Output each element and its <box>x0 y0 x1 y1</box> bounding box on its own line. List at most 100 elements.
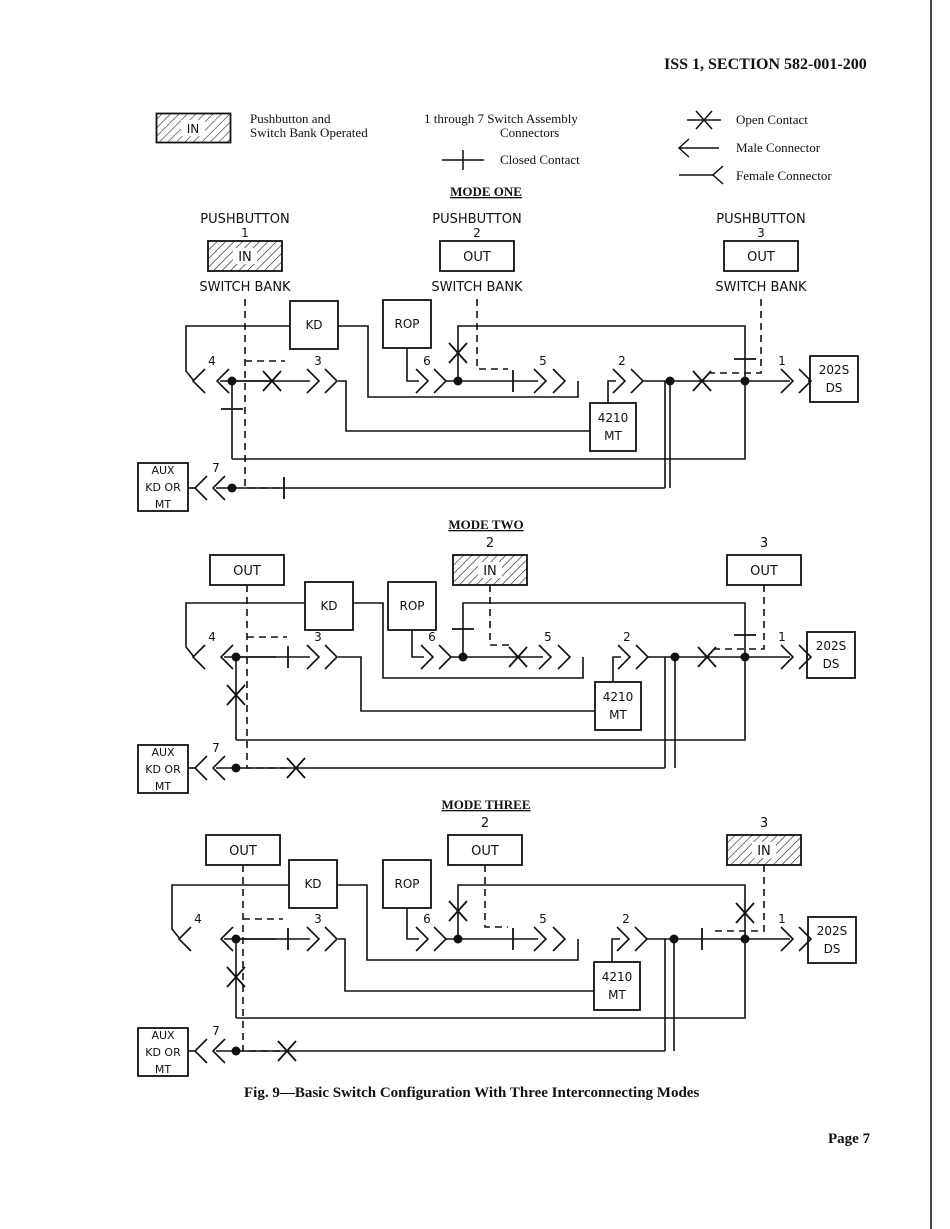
pushbutton-state-label: IN <box>757 844 771 859</box>
junction-dot <box>740 376 750 386</box>
open-contact-icon <box>448 342 468 364</box>
switch-bank-a-linkage <box>242 865 283 1052</box>
wire <box>406 348 419 382</box>
connector-1-male <box>780 644 795 670</box>
connector-number-4: 4 <box>208 630 216 644</box>
connector-4-male <box>219 926 234 952</box>
wire <box>411 630 424 658</box>
connector-number-7: 7 <box>212 741 220 755</box>
pushbutton-box <box>205 834 281 866</box>
pushbutton-number: 3 <box>760 536 768 551</box>
connector-7-male <box>211 1038 226 1064</box>
connector-4-female <box>191 644 206 670</box>
switch-bank-b-linkage <box>489 585 513 646</box>
pushbutton-number: 2 <box>481 816 489 831</box>
kd-box <box>289 300 339 350</box>
ds-202s-label: DS <box>824 942 841 956</box>
connector-number-2: 2 <box>618 354 626 368</box>
connector-2-female <box>630 368 645 394</box>
pushbutton-state-label: OUT <box>747 250 775 265</box>
connector-5-male <box>533 926 548 952</box>
pushbutton-1-in: IN <box>207 240 283 272</box>
connector-5-female <box>552 926 567 952</box>
connector-number-7: 7 <box>212 461 220 475</box>
closed-contact-icon <box>442 150 484 170</box>
connector-number-5: 5 <box>539 354 547 368</box>
open-contact-icon <box>508 646 528 668</box>
wire <box>236 939 746 1019</box>
wire <box>338 325 579 398</box>
connector-number-1: 1 <box>778 630 786 644</box>
female-connector-icon <box>679 165 724 185</box>
connector-5-female <box>557 644 572 670</box>
connector-7-female <box>193 755 208 781</box>
aux-kd-or-mt-label: MT <box>155 1063 171 1076</box>
open-contact-icon <box>226 966 246 988</box>
mt-4210-label: 4210 <box>598 411 629 425</box>
connector-4-female <box>191 368 206 394</box>
switch-bank-a-linkage <box>244 299 285 489</box>
junction-dot <box>740 652 750 662</box>
aux-kd-or-mt-label: AUX <box>151 1029 175 1042</box>
connector-number-1: 1 <box>778 354 786 368</box>
pushbutton-state-label: OUT <box>471 844 499 859</box>
aux-kd-or-mt-label: MT <box>155 780 171 793</box>
open-contact-icon <box>735 902 755 924</box>
connector-2-male <box>616 926 631 952</box>
switch-bank-a-linkage <box>246 585 287 769</box>
connector-6-male <box>415 368 430 394</box>
connector-4-male <box>219 644 234 670</box>
pushbutton-number: 2 <box>486 536 494 551</box>
connector-number-1: 1 <box>778 912 786 926</box>
mt-4210-label: MT <box>609 708 627 722</box>
connector-3-male <box>306 926 321 952</box>
connector-number-2: 2 <box>622 912 630 926</box>
pushbutton-3-out: OUT <box>726 554 802 586</box>
switch-bank-label: SWITCH BANK <box>199 280 291 295</box>
connector-number-2: 2 <box>623 630 631 644</box>
connector-5-male <box>533 368 548 394</box>
aux-kd-or-mt-label: MT <box>155 498 171 511</box>
pushbutton-1-out: OUT <box>205 834 281 866</box>
rop-label: ROP <box>394 877 419 891</box>
pushbutton-state-label: OUT <box>233 564 261 579</box>
connector-3-female <box>324 926 339 952</box>
pushbutton-state-label: OUT <box>463 250 491 265</box>
kd-box <box>288 859 338 909</box>
legend-male-connector: Male Connector <box>736 140 821 155</box>
connector-7-male <box>211 475 226 501</box>
aux-kd-or-mt-label: KD OR <box>145 763 181 776</box>
pushbutton-number: 1 <box>241 226 249 240</box>
connector-number-5: 5 <box>539 912 547 926</box>
pushbutton-state-label: OUT <box>229 844 257 859</box>
pushbutton-heading: PUSHBUTTON <box>200 212 289 227</box>
kd-label: KD <box>305 318 322 332</box>
pushbutton-2-in: IN <box>452 554 528 586</box>
switch-bank-c-linkage <box>710 299 762 374</box>
connector-6-female <box>438 644 453 670</box>
switch-bank-c-linkage <box>714 865 765 932</box>
connector-number-3: 3 <box>314 912 322 926</box>
wire <box>185 602 305 658</box>
kd-box <box>304 581 354 631</box>
connector-number-7: 7 <box>212 1024 220 1038</box>
kd-label: KD <box>320 599 337 613</box>
connector-3-male <box>306 368 321 394</box>
pushbutton-number: 3 <box>760 816 768 831</box>
ds-202s-box <box>806 631 856 679</box>
open-contact-icon <box>277 1040 297 1062</box>
connector-4-female <box>177 926 192 952</box>
rop-label: ROP <box>399 599 424 613</box>
pushbutton-box <box>439 240 515 272</box>
pushbutton-3-in: IN <box>726 834 802 866</box>
mt-4210-box <box>593 961 641 1011</box>
pushbutton-number: 2 <box>473 226 481 240</box>
open-contact-icon <box>697 646 717 668</box>
ds-202s-box <box>807 916 857 964</box>
ds-202s-label: DS <box>826 381 843 395</box>
connector-number-5: 5 <box>544 630 552 644</box>
pushbutton-number: 3 <box>757 226 765 240</box>
